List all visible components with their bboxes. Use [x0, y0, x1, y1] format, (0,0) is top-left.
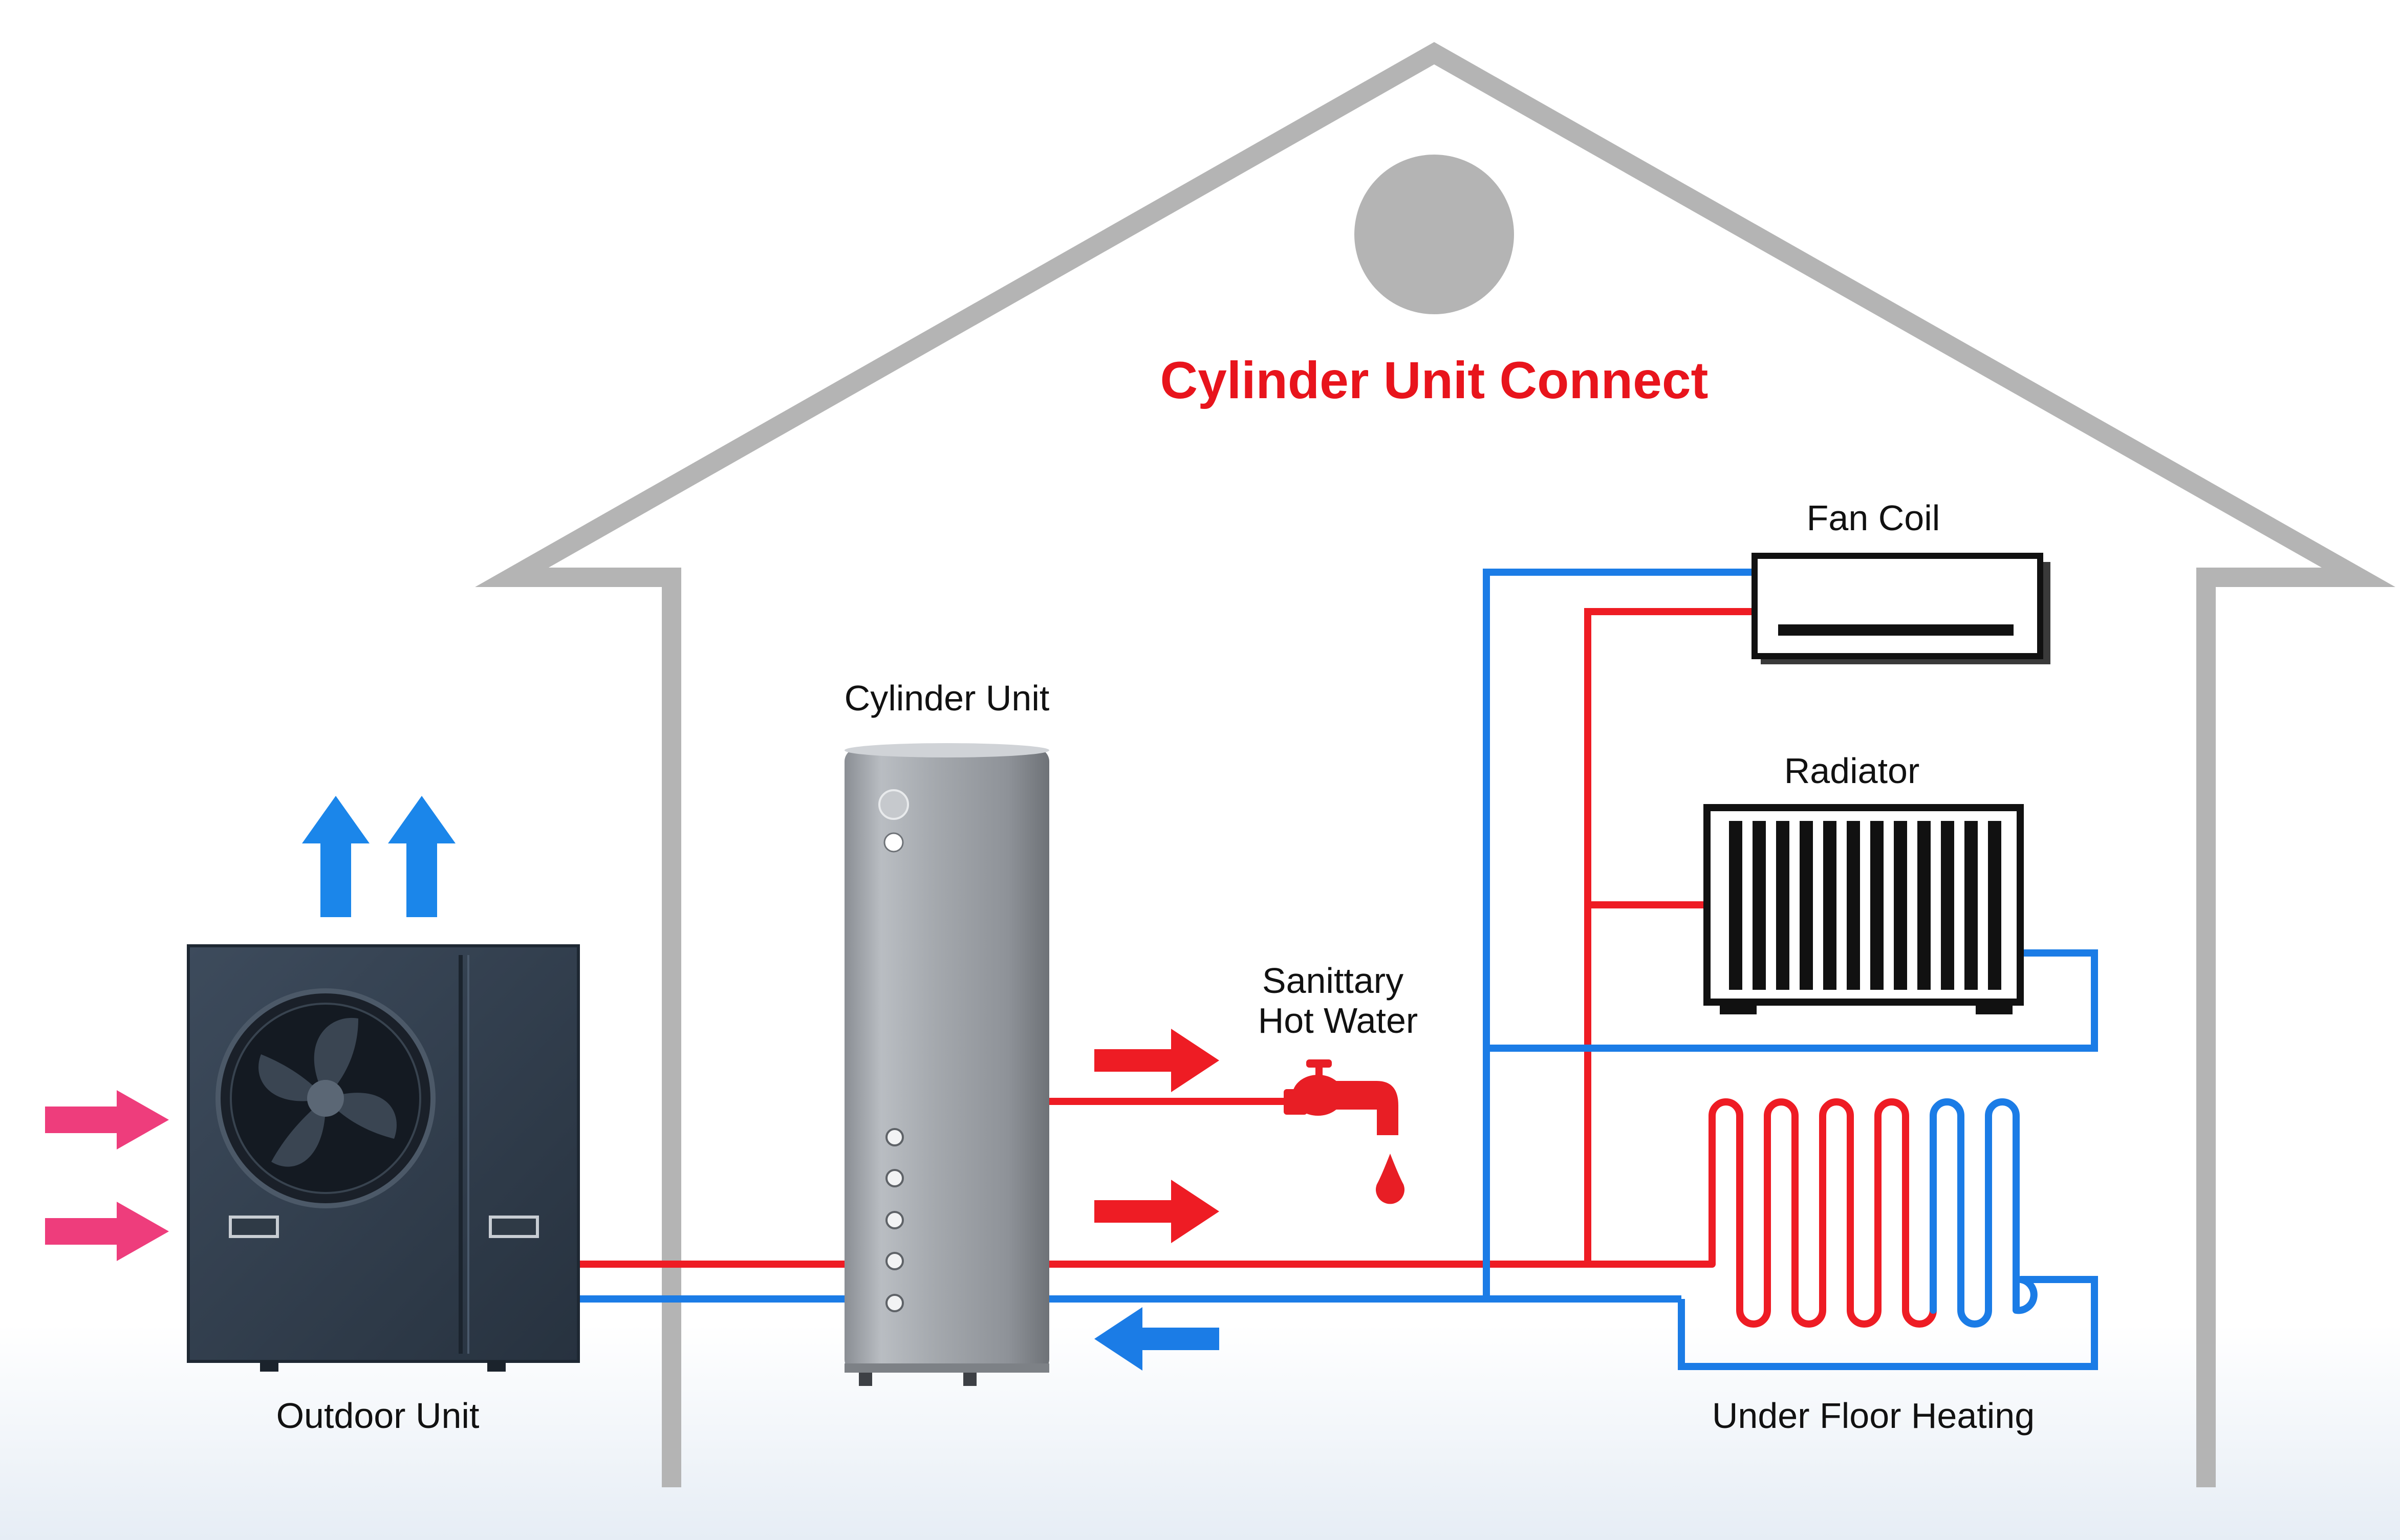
fan-coil-unit [1752, 553, 2050, 664]
attic-vent-circle [1354, 155, 1514, 314]
fan-coil-label: Fan Coil [1807, 498, 1940, 538]
house-outline [475, 42, 2396, 1487]
outdoor-unit-label: Outdoor Unit [276, 1396, 480, 1436]
radiator-unit [1703, 804, 2024, 1014]
radiator-label: Radiator [1784, 751, 1920, 791]
cylinder-unit-label: Cylinder Unit [845, 678, 1050, 718]
diagram-title: Cylinder Unit Connect [1160, 351, 1708, 409]
air-out-arrows [302, 796, 456, 917]
cylinder-unit [845, 743, 1049, 1386]
water-drop-icon [1376, 1154, 1404, 1204]
sanitary-hot-water-label-line1: Sanittary [1262, 961, 1403, 1001]
air-in-arrows [45, 1090, 169, 1261]
sanitary-hot-water-label-line2: Hot Water [1258, 1001, 1418, 1040]
under-floor-heating-label: Under Floor Heating [1712, 1396, 2035, 1436]
fan-icon [215, 988, 436, 1208]
hot-flow-arrows [1094, 1029, 1219, 1243]
left-handle [229, 1216, 279, 1238]
outdoor-unit [187, 944, 580, 1372]
underfloor-heating-coil [1709, 1098, 2038, 1328]
water-tap-icon [1284, 1059, 1398, 1135]
radiator-fins [1729, 821, 2001, 990]
right-handle [489, 1216, 539, 1238]
cold-pipes [577, 569, 2098, 1370]
return-flow-arrow [1094, 1307, 1219, 1371]
cylinder-ports [885, 1128, 904, 1312]
